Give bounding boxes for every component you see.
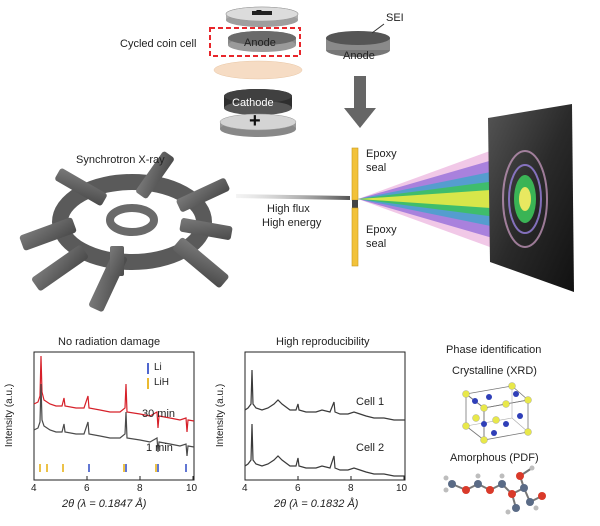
panel-b-xtick: 8	[348, 483, 354, 494]
coin-cell-stack	[213, 6, 303, 137]
panel-b-plot	[244, 351, 406, 481]
panel-b-xtick: 4	[242, 483, 248, 494]
series-cell1-line	[244, 369, 405, 421]
series-30min-line	[33, 355, 195, 433]
panel-b-series-bottom-label: Cell 2	[356, 442, 385, 454]
panel-b-title: High reproducibility	[276, 336, 370, 348]
epoxy-bottom-label-2: seal	[366, 238, 387, 250]
diffraction-cone	[358, 140, 520, 258]
panel-b-ylabel: Intensity (a.u.)	[215, 383, 227, 448]
panel-b-xtick: 6	[295, 483, 301, 494]
xray-beam	[236, 194, 350, 200]
series-cell2-line	[244, 423, 405, 477]
cathode-label: Cathode	[232, 97, 274, 109]
legend-lih-label: LiH	[154, 377, 170, 388]
epoxy-top-label-2: seal	[366, 162, 387, 174]
minus-label: −	[256, 6, 262, 17]
down-arrow-icon	[344, 76, 376, 128]
sei-label: SEI	[386, 12, 404, 24]
beam-label-flux: High flux	[267, 203, 310, 215]
amorphous-molecule-icon	[443, 465, 546, 515]
panel-c-title: Phase identification	[446, 344, 542, 356]
epoxy-seal	[351, 147, 359, 267]
anode-sei-label: Anode	[343, 50, 375, 62]
crystal-lattice-icon	[462, 382, 532, 444]
series-1min-line	[33, 383, 195, 457]
epoxy-top-label-1: Epoxy	[366, 148, 397, 160]
reference-ticks	[39, 464, 187, 472]
plus-label: +	[249, 110, 261, 132]
legend-li-label: Li	[154, 362, 162, 373]
detector-screen	[488, 104, 574, 292]
coin-cell-label: Cycled coin cell	[120, 38, 197, 50]
source-label: Synchrotron X-ray	[76, 154, 165, 166]
anode-disc-sei	[326, 23, 390, 57]
panel-b-xlabel: 2θ (λ = 0.1832 Å)	[274, 498, 359, 510]
panel-a-series-top-label: 30 min	[142, 408, 176, 420]
panel-a-xtick: 10	[186, 483, 198, 494]
beam-label-energy: High energy	[262, 217, 322, 229]
panel-a-xtick: 8	[137, 483, 143, 494]
panel-b-xtick: 10	[396, 483, 408, 494]
panel-a-plot	[33, 351, 195, 481]
panel-a-title: No radiation damage	[58, 336, 161, 348]
amorphous-label: Amorphous (PDF)	[450, 452, 539, 464]
epoxy-bottom-label-1: Epoxy	[366, 224, 397, 236]
panel-a-xlabel: 2θ (λ = 0.1847 Å)	[62, 498, 147, 510]
synchrotron-icon	[19, 151, 233, 312]
panel-a-xtick: 4	[31, 483, 37, 494]
panel-a-xtick: 6	[84, 483, 90, 494]
anode-highlight-box	[209, 27, 301, 57]
anode-label: Anode	[244, 37, 276, 49]
panel-b-series-top-label: Cell 1	[356, 396, 385, 408]
panel-a-ylabel: Intensity (a.u.)	[4, 383, 16, 448]
crystalline-label: Crystalline (XRD)	[452, 365, 537, 377]
panel-a-series-bottom-label: 1 min	[146, 442, 173, 454]
